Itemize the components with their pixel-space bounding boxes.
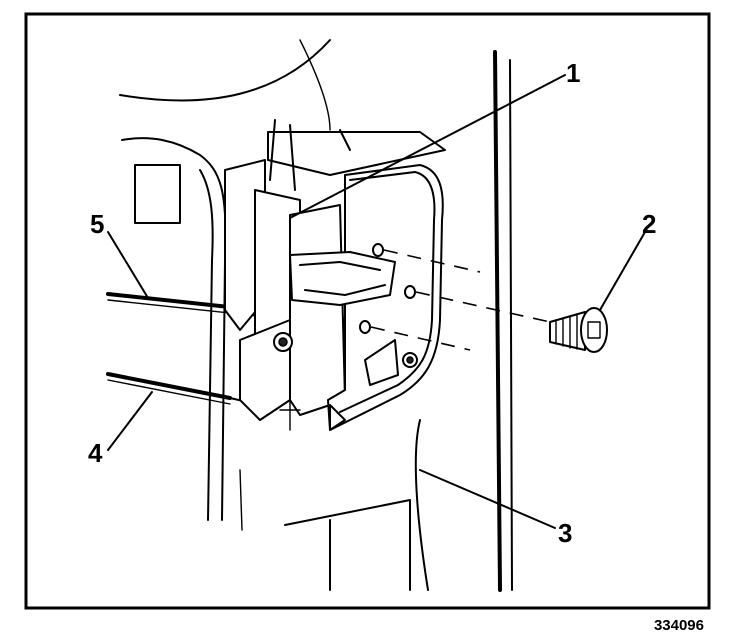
latch-assembly: [224, 119, 446, 431]
callout-4: 4: [88, 438, 103, 468]
leader-lines: [107, 74, 646, 529]
alignment-lines: [370, 249, 551, 351]
leader-1: [289, 74, 566, 219]
fastener-holes: [359, 243, 416, 334]
latch-bolt: [549, 307, 608, 353]
leader-5: [107, 231, 149, 299]
leader-2: [599, 231, 646, 311]
callout-1: 1: [566, 58, 580, 88]
callout-2: 2: [642, 209, 656, 239]
figure-number: 334096: [654, 617, 704, 634]
callout-3: 3: [558, 518, 572, 548]
leader-3: [419, 469, 556, 529]
callout-5: 5: [90, 209, 104, 239]
leader-4: [107, 391, 153, 451]
